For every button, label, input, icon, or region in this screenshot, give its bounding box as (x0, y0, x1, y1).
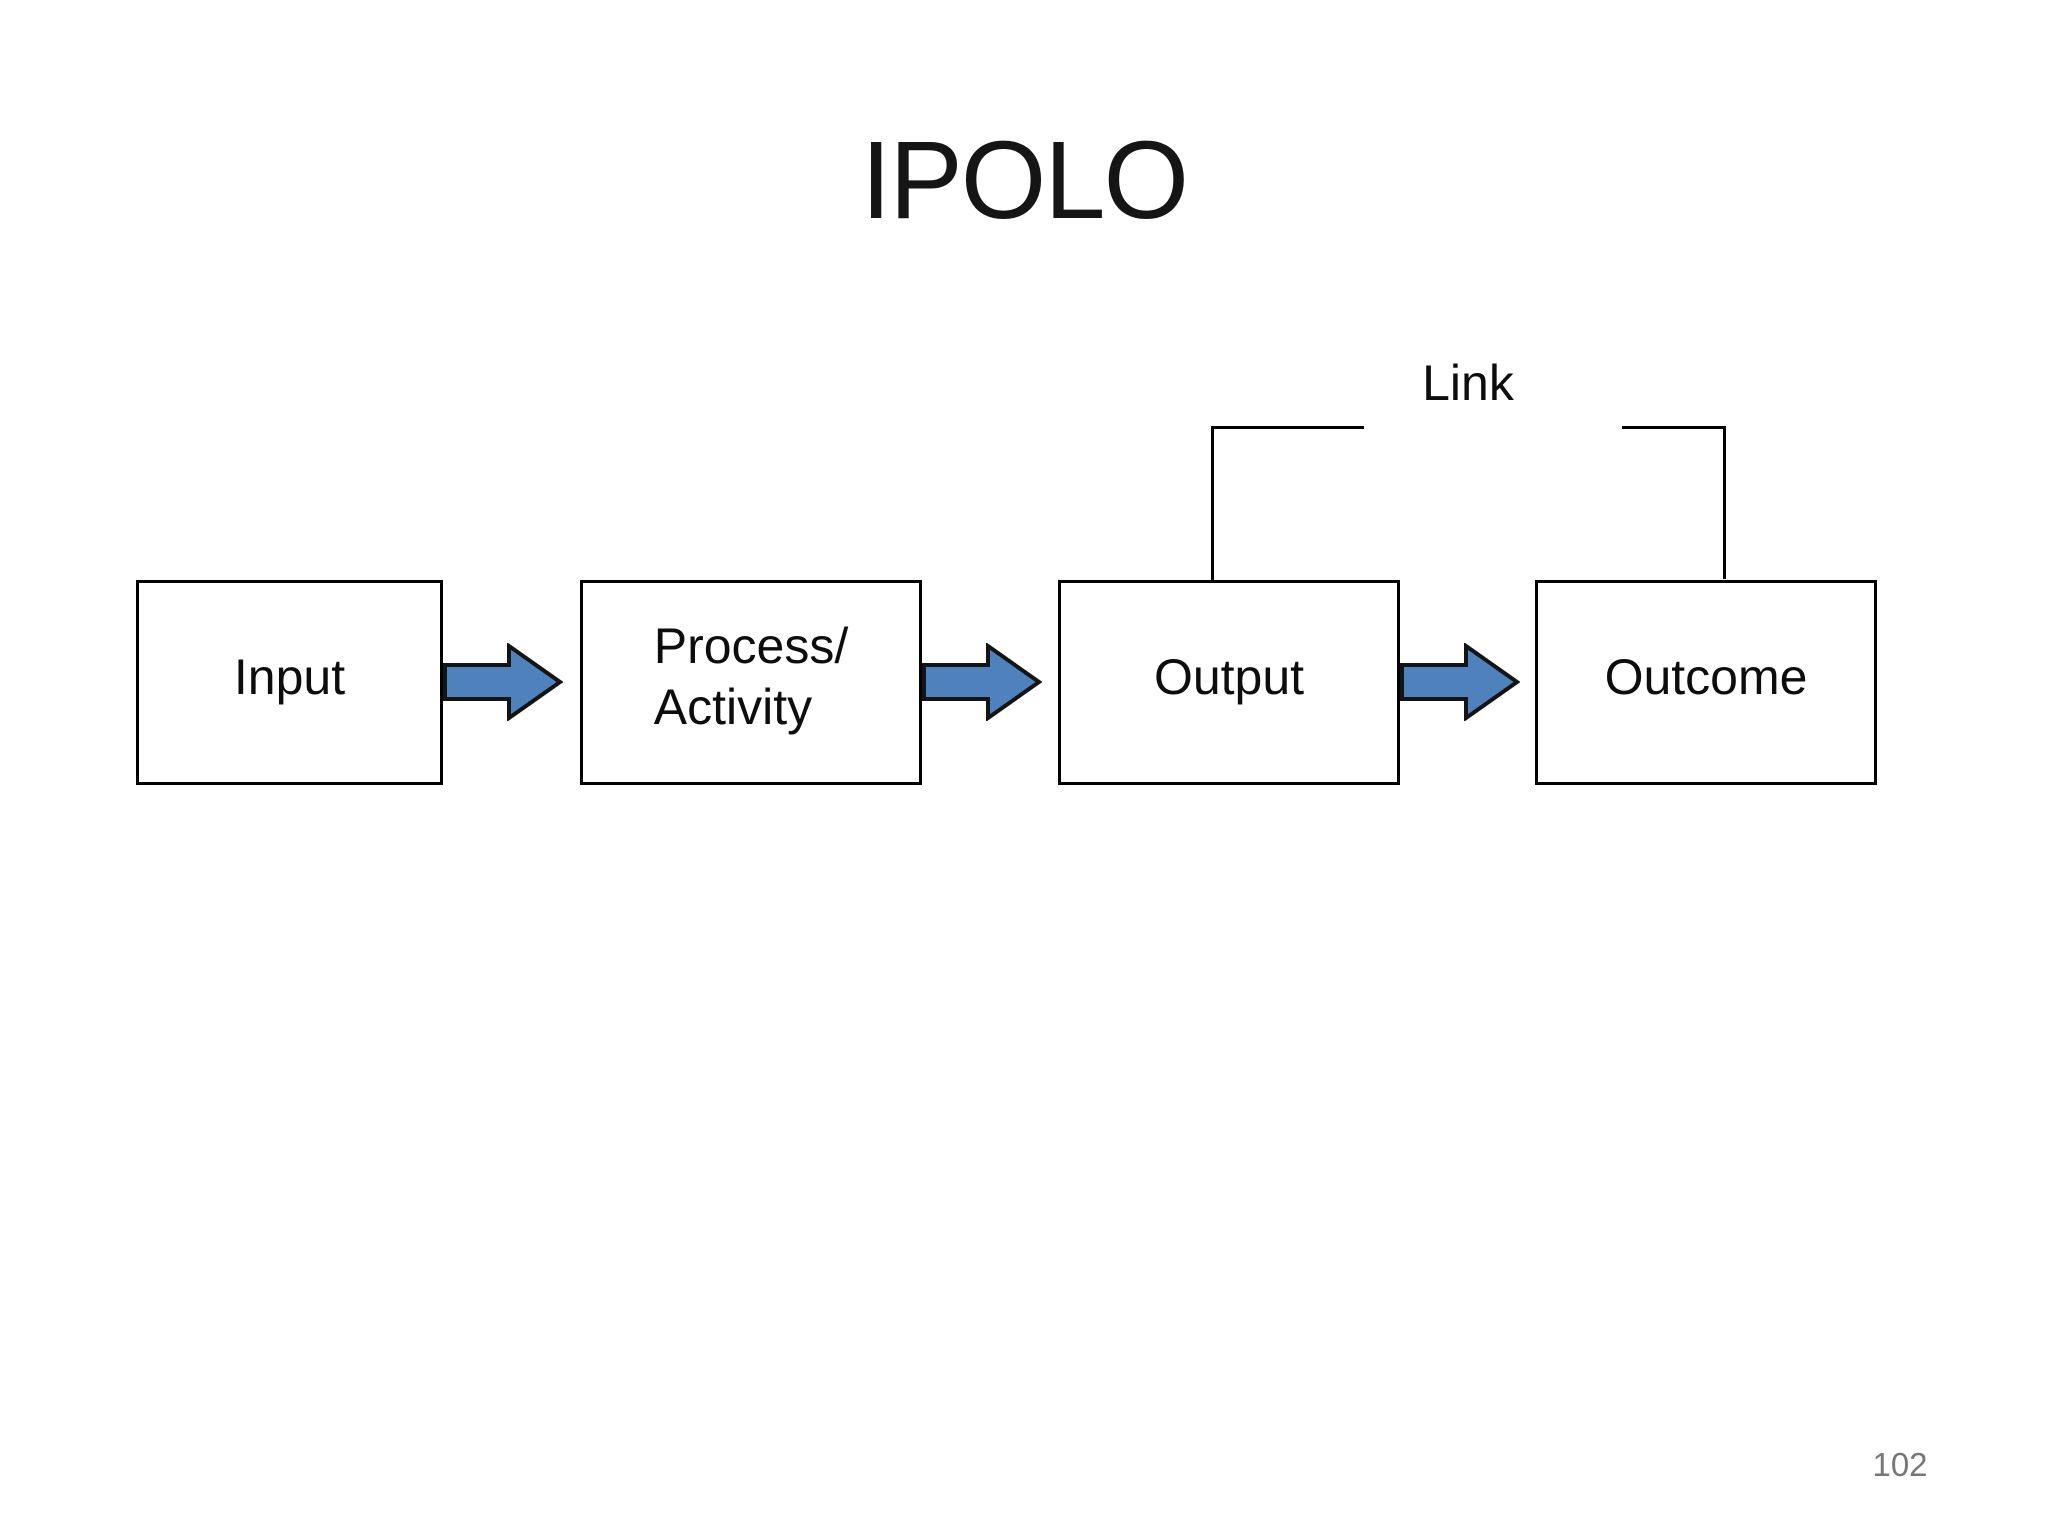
box-outcome: Outcome (1535, 580, 1877, 785)
box-process-activity-label: Process/Activity (654, 616, 849, 738)
slide-title: IPOLO (860, 119, 1189, 242)
box-process-line2: Activity (653, 678, 813, 735)
link-bracket-right-horizontal-line (1622, 426, 1726, 429)
link-label: Link (1422, 355, 1514, 411)
box-input-label: Input (233, 648, 346, 705)
link-bracket-left-horizontal-line (1211, 426, 1364, 429)
link-bracket-left-vertical-line (1211, 426, 1214, 580)
arrow-process-to-output-icon (922, 643, 1042, 721)
box-input: Input (136, 580, 443, 785)
link-bracket-right-vertical-line (1723, 426, 1726, 579)
box-output: Output (1058, 580, 1400, 785)
box-process-activity: Process/Activity (580, 580, 922, 785)
page-number: 102 (1872, 1446, 1928, 1483)
box-outcome-label: Outcome (1604, 648, 1808, 705)
box-process-line1: Process/ (653, 617, 849, 674)
arrow-output-to-outcome-icon (1400, 643, 1520, 721)
arrow-input-to-process-icon (443, 643, 563, 721)
box-output-label: Output (1153, 648, 1305, 705)
